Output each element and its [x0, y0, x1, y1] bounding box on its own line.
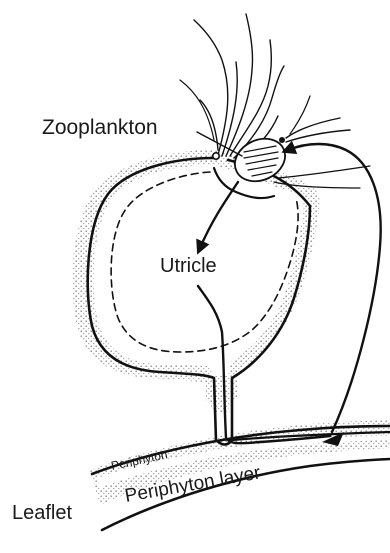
label-leaflet: Leaflet — [12, 502, 72, 524]
label-utricle: Utricle — [160, 255, 217, 277]
zooplankton-organism — [228, 96, 370, 189]
label-zooplankton: Zooplankton — [42, 116, 158, 139]
trap-entrance — [213, 153, 219, 159]
utricle-periphyton-halo — [72, 150, 320, 412]
